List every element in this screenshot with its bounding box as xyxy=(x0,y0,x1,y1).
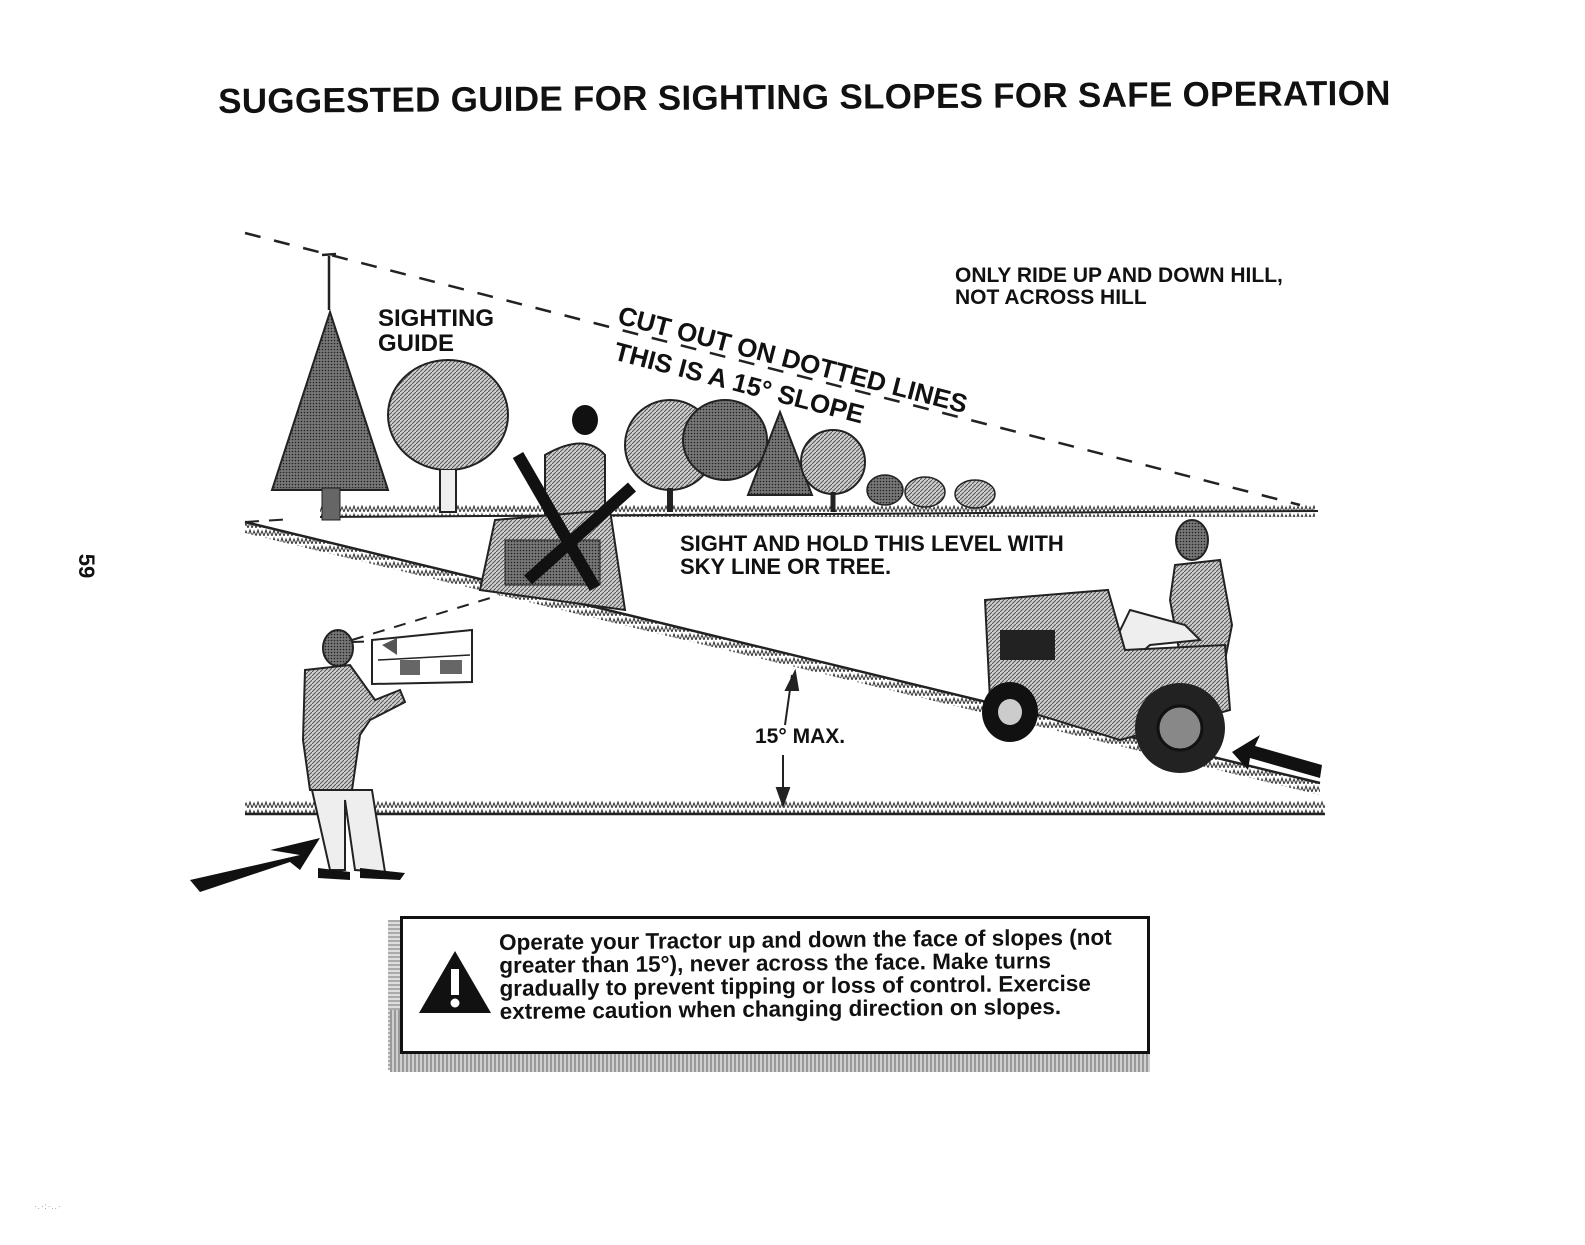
tractor-up-slope xyxy=(982,519,1234,773)
level-line xyxy=(319,510,1319,518)
person-shadow xyxy=(190,838,320,892)
sight-note-line1: SIGHT AND HOLD THIS LEVEL WITH xyxy=(680,531,1064,556)
crossed-out-tractor xyxy=(478,405,636,612)
sighting-guide-label: SIGHTING GUIDE xyxy=(378,305,495,358)
deciduous-tree xyxy=(387,359,509,513)
dotted-cut-line xyxy=(244,231,1301,507)
warning-text: Operate your Tractor up and down the fac… xyxy=(498,924,1112,1024)
warning-box: Operate your Tractor up and down the fac… xyxy=(400,916,1150,1054)
ride-note-line1: ONLY RIDE UP AND DOWN HILL, xyxy=(955,264,1283,287)
pine-tree-large xyxy=(270,308,390,521)
person-sighting xyxy=(301,628,473,880)
sight-note: SIGHT AND HOLD THIS LEVEL WITH SKY LINE … xyxy=(680,532,1064,578)
warning-triangle-icon xyxy=(419,951,491,1013)
angle-indicator xyxy=(775,668,800,809)
scan-mark: ·.·:·..· xyxy=(34,1202,62,1211)
sighting-guide-label-line1: SIGHTING xyxy=(378,305,495,332)
ride-note: ONLY RIDE UP AND DOWN HILL, NOT ACROSS H… xyxy=(955,264,1283,310)
sighting-guide-label-line2: GUIDE xyxy=(378,330,455,358)
max-angle-label: 15° MAX. xyxy=(755,725,846,748)
ride-note-line2: NOT ACROSS HILL xyxy=(955,286,1147,310)
guide-marker xyxy=(321,252,337,310)
base-ground xyxy=(245,800,1325,814)
direction-arrow xyxy=(1232,735,1322,778)
sight-note-line2: SKY LINE OR TREE. xyxy=(680,554,892,580)
tree-cluster xyxy=(624,399,996,512)
